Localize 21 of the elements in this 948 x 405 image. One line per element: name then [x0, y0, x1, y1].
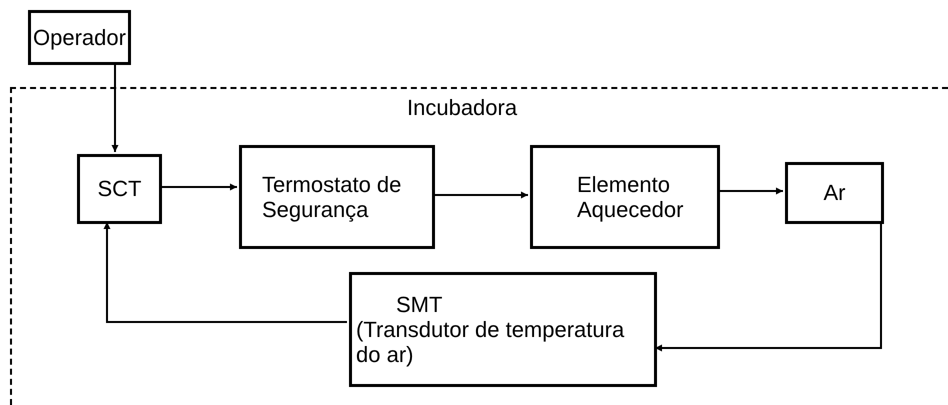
dashed-boundary [10, 87, 948, 405]
process-box [785, 162, 884, 224]
process-box [77, 154, 162, 224]
box-label: SMT [395, 292, 444, 317]
arrow [112, 65, 118, 152]
process-box [349, 272, 657, 387]
arrow [160, 184, 237, 190]
process-box [530, 145, 720, 249]
arrow [718, 188, 783, 194]
box-label: SCT [98, 176, 142, 202]
box-label: Operador [33, 24, 126, 50]
arrow [655, 222, 882, 352]
arrow [433, 192, 528, 198]
box-label: (Transdutor de temperatura do ar) [356, 316, 626, 368]
box-label: Elemento Aquecedor [577, 172, 684, 222]
process-box [239, 145, 435, 249]
group-title: Incubadora [407, 94, 518, 122]
box-label: Termostato de Segurança [262, 172, 402, 222]
process-box [28, 10, 131, 65]
arrow [104, 222, 347, 323]
box-label: Ar [824, 180, 846, 206]
